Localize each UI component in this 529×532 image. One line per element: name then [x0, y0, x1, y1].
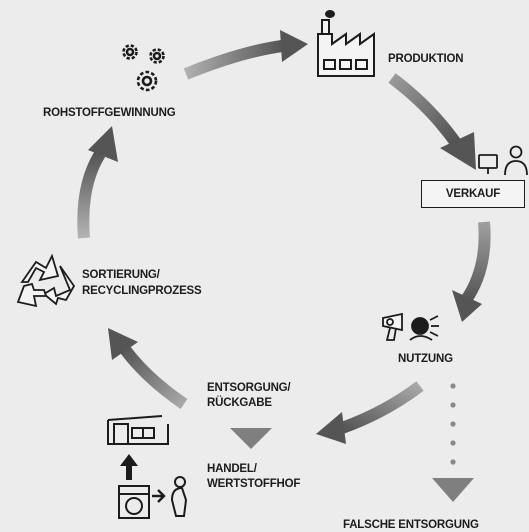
factory-icon [317, 10, 375, 77]
label-rohstoffgewinnung: ROHSTOFFGEWINNUNG [43, 107, 176, 119]
dotted-path-falsche-entsorgung [450, 383, 456, 465]
arrow-verkauf-to-nutzung [452, 221, 491, 322]
entsorgung-triangle [230, 428, 272, 449]
falsche-entsorgung-triangle [432, 478, 474, 502]
washing-machine-icon [118, 485, 166, 519]
arrow-nutzung-to-entsorgung [316, 381, 424, 444]
label-produktion: PRODUKTION [388, 53, 464, 65]
person-icon [170, 476, 188, 517]
sales-icon [478, 145, 528, 176]
verkauf-box: VERKAUF [421, 180, 525, 208]
label-entsorgung-line1: ENTSORGUNG/ [207, 382, 291, 394]
arrow-to-sortierung [108, 328, 188, 409]
gears-icon [122, 44, 165, 92]
label-handel-line1: HANDEL/ [207, 463, 257, 475]
arrow-sortierung-to-rohstoff [77, 126, 118, 239]
hair-dryer-icon [382, 312, 439, 341]
store-icon [107, 415, 169, 445]
arrow-rohstoff-to-produktion [183, 30, 308, 80]
label-entsorgung-line2: RÜCKGABE [207, 397, 272, 409]
label-nutzung: NUTZUNG [398, 353, 453, 365]
up-arrow-icon [120, 454, 138, 480]
recycling-icon [16, 253, 76, 308]
label-sortierung-line2: RECYCLINGPROZESS [82, 285, 202, 297]
arrow-produktion-to-verkauf [388, 73, 476, 170]
label-sortierung-line1: SORTIERUNG/ [82, 269, 160, 281]
label-verkauf: VERKAUF [445, 188, 501, 200]
label-handel-line2: WERTSTOFFHOF [207, 478, 301, 490]
label-falsche-entsorgung: FALSCHE ENTSORGUNG [343, 519, 479, 531]
